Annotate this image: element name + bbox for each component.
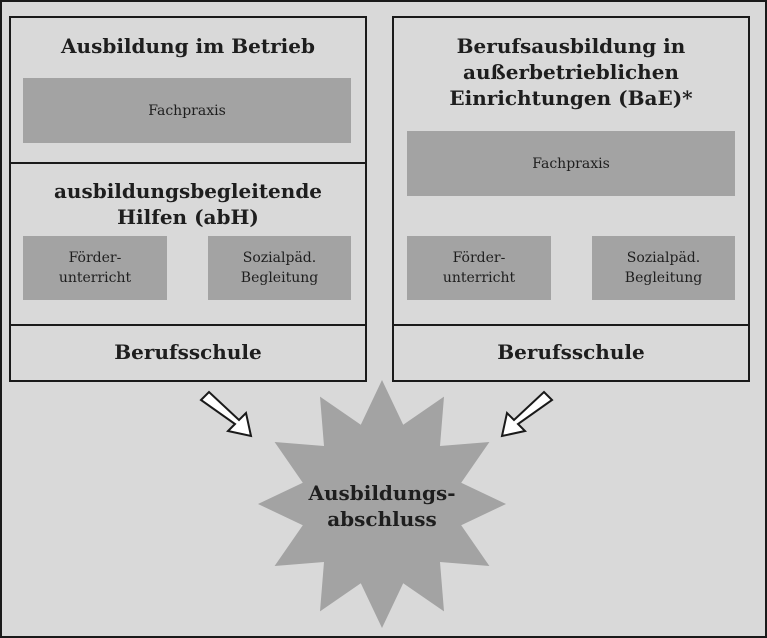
left-divider-1 xyxy=(9,162,367,164)
right-divider xyxy=(392,324,750,326)
left-column-panel: Ausbildung im Betrieb Fachpraxis ausbild… xyxy=(9,16,367,382)
left-column-title: Ausbildung im Betrieb xyxy=(61,34,315,58)
outcome-label: Ausbildungs- abschluss xyxy=(308,481,456,531)
left-divider-2 xyxy=(9,324,367,326)
left-practice-box: Fachpraxis xyxy=(23,78,351,143)
right-arrow-icon xyxy=(500,390,554,438)
right-practice-box: Fachpraxis xyxy=(407,131,735,196)
left-school-label: Berufsschule xyxy=(114,340,262,364)
right-column-title: Berufsausbildung in außerbetrieblichen E… xyxy=(449,34,693,110)
right-support-box-sozialpaed: Sozialpäd. Begleitung xyxy=(592,236,735,300)
left-support-title: ausbildungsbegleitende Hilfen (abH) xyxy=(53,179,323,229)
right-column-panel: Berufsausbildung in außerbetrieblichen E… xyxy=(392,16,750,382)
left-arrow-icon xyxy=(199,390,253,438)
left-support-box-foerderunterricht: Förder- unterricht xyxy=(23,236,167,300)
left-support-box-sozialpaed: Sozialpäd. Begleitung xyxy=(208,236,351,300)
right-school-label: Berufsschule xyxy=(497,340,645,364)
right-support-box-foerderunterricht: Förder- unterricht xyxy=(407,236,551,300)
